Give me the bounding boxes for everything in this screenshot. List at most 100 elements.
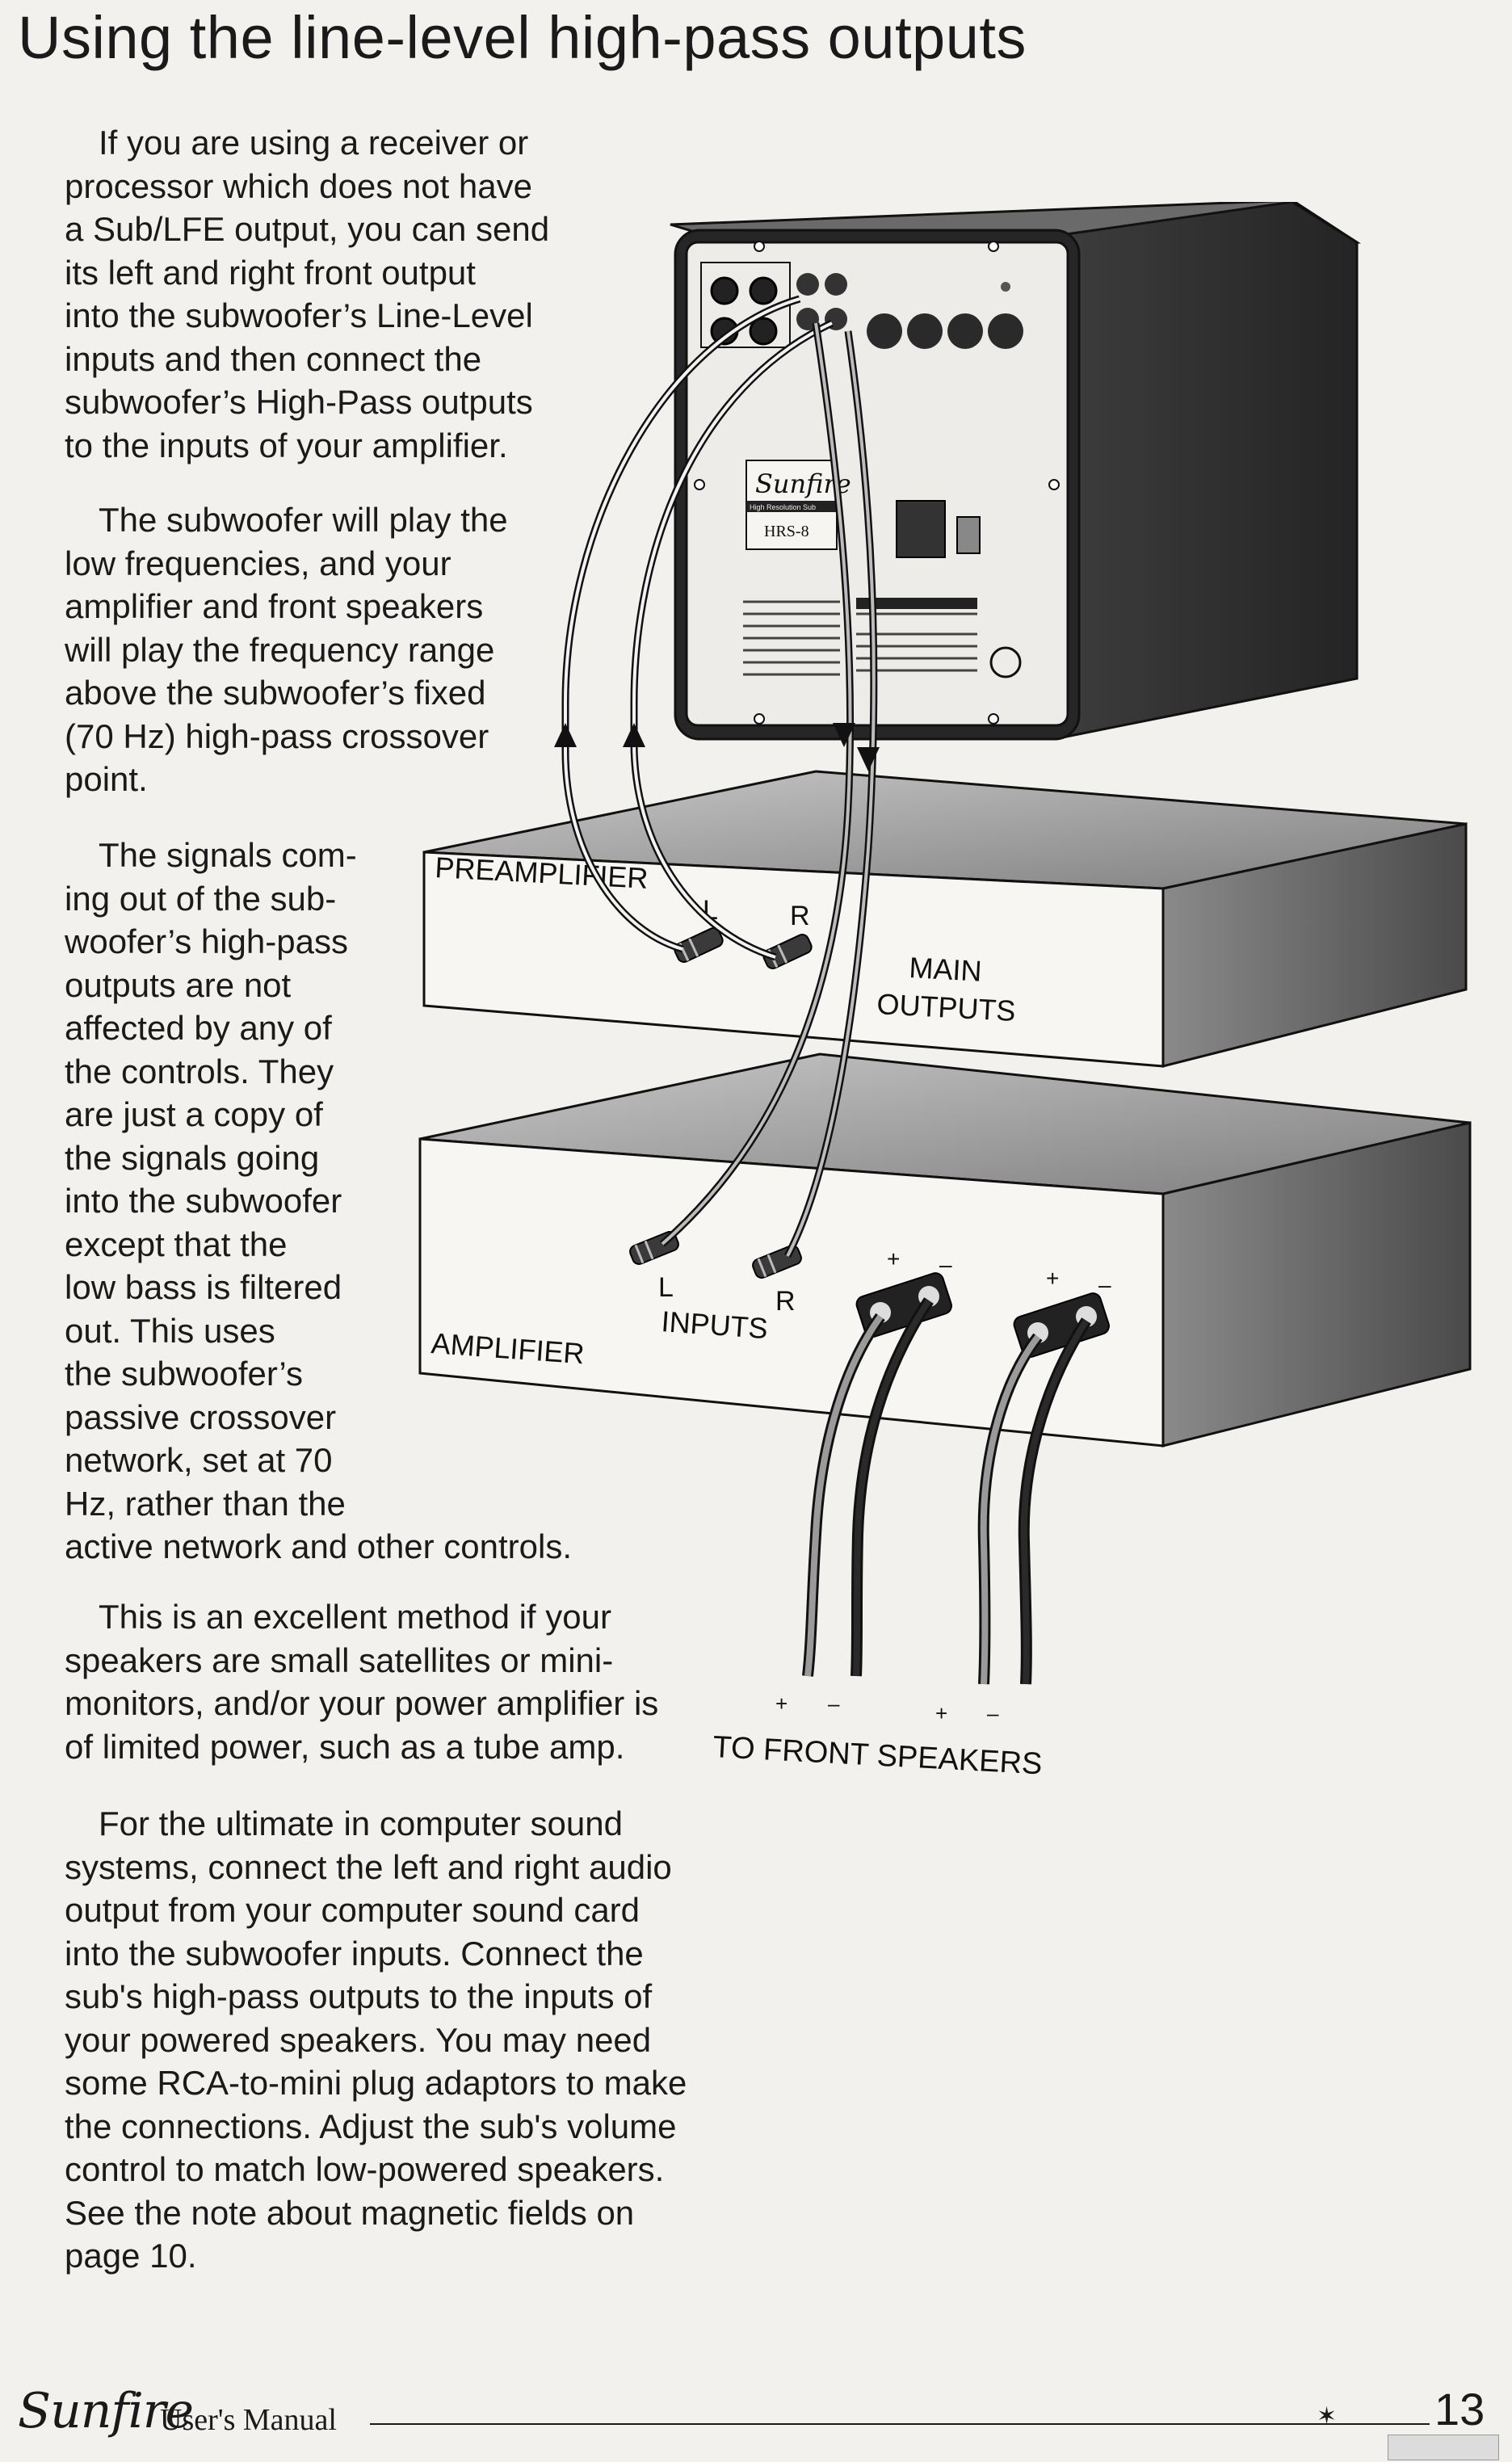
preamplifier: PREAMPLIFIER L R MAIN OUTPUTS [422, 770, 1468, 1068]
high-pass-cables [660, 322, 880, 1258]
text-line: The signals com- [99, 836, 357, 874]
text-line: page 10. [65, 2237, 197, 2275]
text-line: output from your computer sound card [65, 1891, 640, 1929]
cert-mark [989, 646, 1022, 679]
text-line: will play the frequency range [65, 630, 495, 669]
jack [749, 317, 778, 346]
text-line: its left and right front output [65, 253, 476, 292]
text-line: ing out of the sub- [65, 879, 337, 918]
text-line: low frequencies, and your [65, 544, 452, 582]
text-line: out. This uses [65, 1311, 275, 1350]
text-line: affected by any of [65, 1009, 332, 1047]
subwoofer-side [1065, 202, 1359, 738]
main-outputs-label-1: MAIN [909, 951, 983, 988]
wire-plus: + [935, 1701, 947, 1725]
text-line: a Sub/LFE output, you can send [65, 210, 550, 248]
line-level-cables [554, 295, 834, 961]
text-line: woofer’s high-pass [65, 922, 348, 960]
wire-minus: – [987, 1701, 999, 1725]
connection-diagram: Sunfire High Resolution Sub HRS-8 PREAMP… [418, 202, 1472, 1781]
screw [1048, 479, 1060, 490]
text-line: systems, connect the left and right audi… [65, 1847, 672, 1886]
watermark [1388, 2435, 1499, 2460]
text-line: above the subwoofer’s fixed [65, 674, 486, 712]
text-line: For the ultimate in computer sound [99, 1804, 623, 1842]
main-outputs-label-2: OUTPUTS [876, 987, 1017, 1027]
terminal-minus: – [1098, 1272, 1111, 1297]
text-line: the connections. Adjust the sub's volume [65, 2107, 677, 2145]
text-line: the signals going [65, 1138, 320, 1177]
text-line: amplifier and front speakers [65, 587, 484, 625]
sub-badge-line: High Resolution Sub [750, 503, 816, 511]
rca-jack [825, 273, 847, 296]
star-icon: ✶ [1317, 2403, 1338, 2430]
footer-manual-title: User's Manual [160, 2403, 337, 2437]
jack [749, 276, 778, 305]
text-line: Hz, rather than the [65, 1484, 346, 1523]
text-line: inputs and then connect the [65, 339, 482, 378]
text-line: control to match low-powered speakers. [65, 2150, 665, 2188]
text-line: processor which does not have [65, 166, 532, 205]
arrow-up [554, 723, 577, 747]
text-line: of limited power, such as a tube amp. [65, 1727, 625, 1766]
text-line: some RCA-to-mini plug adaptors to make [65, 2064, 687, 2102]
screw [754, 241, 765, 252]
text-line: except that the [65, 1225, 288, 1263]
speaker-wires [802, 1297, 1091, 1685]
text-line: sub's high-pass outputs to the inputs of [65, 1977, 653, 2015]
arrow-up [623, 723, 645, 747]
wire-plus: + [775, 1691, 788, 1716]
text-line: passive crossover [65, 1397, 337, 1436]
text-line: See the note about magnetic fields on [65, 2193, 635, 2232]
page-number: 13 [1434, 2384, 1485, 2435]
control-knob [907, 313, 943, 349]
terminal-plus: + [887, 1246, 900, 1271]
text-line: to the inputs of your amplifier. [65, 426, 508, 464]
paragraph-frequencies: The subwoofer will play the low frequenc… [65, 498, 508, 801]
warning-box [856, 598, 977, 609]
text-line: into the subwoofer inputs. Connect the [65, 1934, 644, 1973]
preamp-r-label: R [790, 901, 810, 931]
text-line: network, set at 70 [65, 1441, 333, 1479]
text-line: into the subwoofer’s Line-Level [65, 296, 533, 334]
text-line: low bass is filtered [65, 1268, 342, 1306]
screw [988, 241, 999, 252]
screw [694, 479, 705, 490]
screw [754, 713, 765, 725]
screw [988, 713, 999, 725]
control-knob [988, 313, 1023, 349]
preamp-rca-l [674, 927, 724, 963]
text-line: (70 Hz) high-pass crossover [65, 716, 489, 755]
power-led [1001, 282, 1010, 292]
text-line: The subwoofer will play the [99, 501, 508, 539]
text-line: are just a copy of [65, 1095, 323, 1133]
terminal-plus: + [1046, 1266, 1059, 1291]
text-line: into the subwoofer [65, 1182, 342, 1220]
arrow-down [857, 747, 880, 771]
text-line: the controls. They [65, 1052, 334, 1090]
footer-rule [370, 2423, 1430, 2425]
rca-jack [796, 273, 819, 296]
paragraph-computer-sound: For the ultimate in computer sound syste… [65, 1802, 687, 2278]
control-knob [867, 313, 902, 349]
brand-strip [746, 501, 837, 512]
sub-model: HRS-8 [764, 523, 809, 540]
amplifier: AMPLIFIER L R INPUTS + – + – [418, 1052, 1472, 1447]
amp-front [418, 1137, 1165, 1447]
power-switch [956, 516, 981, 554]
jack [710, 276, 739, 305]
paragraph-satellites: This is an excellent method if your spea… [65, 1595, 658, 1768]
page-title: Using the line-level high-pass outputs [18, 4, 1027, 71]
amp-r-label: R [775, 1286, 796, 1317]
arrow-down [833, 723, 855, 747]
paragraph-signals: The signals com- ing out of the sub- woo… [65, 834, 572, 1569]
text-line: This is an excellent method if your [99, 1598, 611, 1636]
text-line: the subwoofer’s [65, 1355, 303, 1393]
wire-minus: – [828, 1691, 840, 1716]
footer-brand-logo: Sunfire [18, 2383, 194, 2439]
control-knob [947, 313, 983, 349]
terminal-minus: – [939, 1252, 952, 1277]
text-line: your powered speakers. You may need [65, 2020, 652, 2059]
to-front-speakers-label: TO FRONT SPEAKERS [712, 1730, 1044, 1781]
text-line: monitors, and/or your power amplifier is [65, 1684, 659, 1722]
